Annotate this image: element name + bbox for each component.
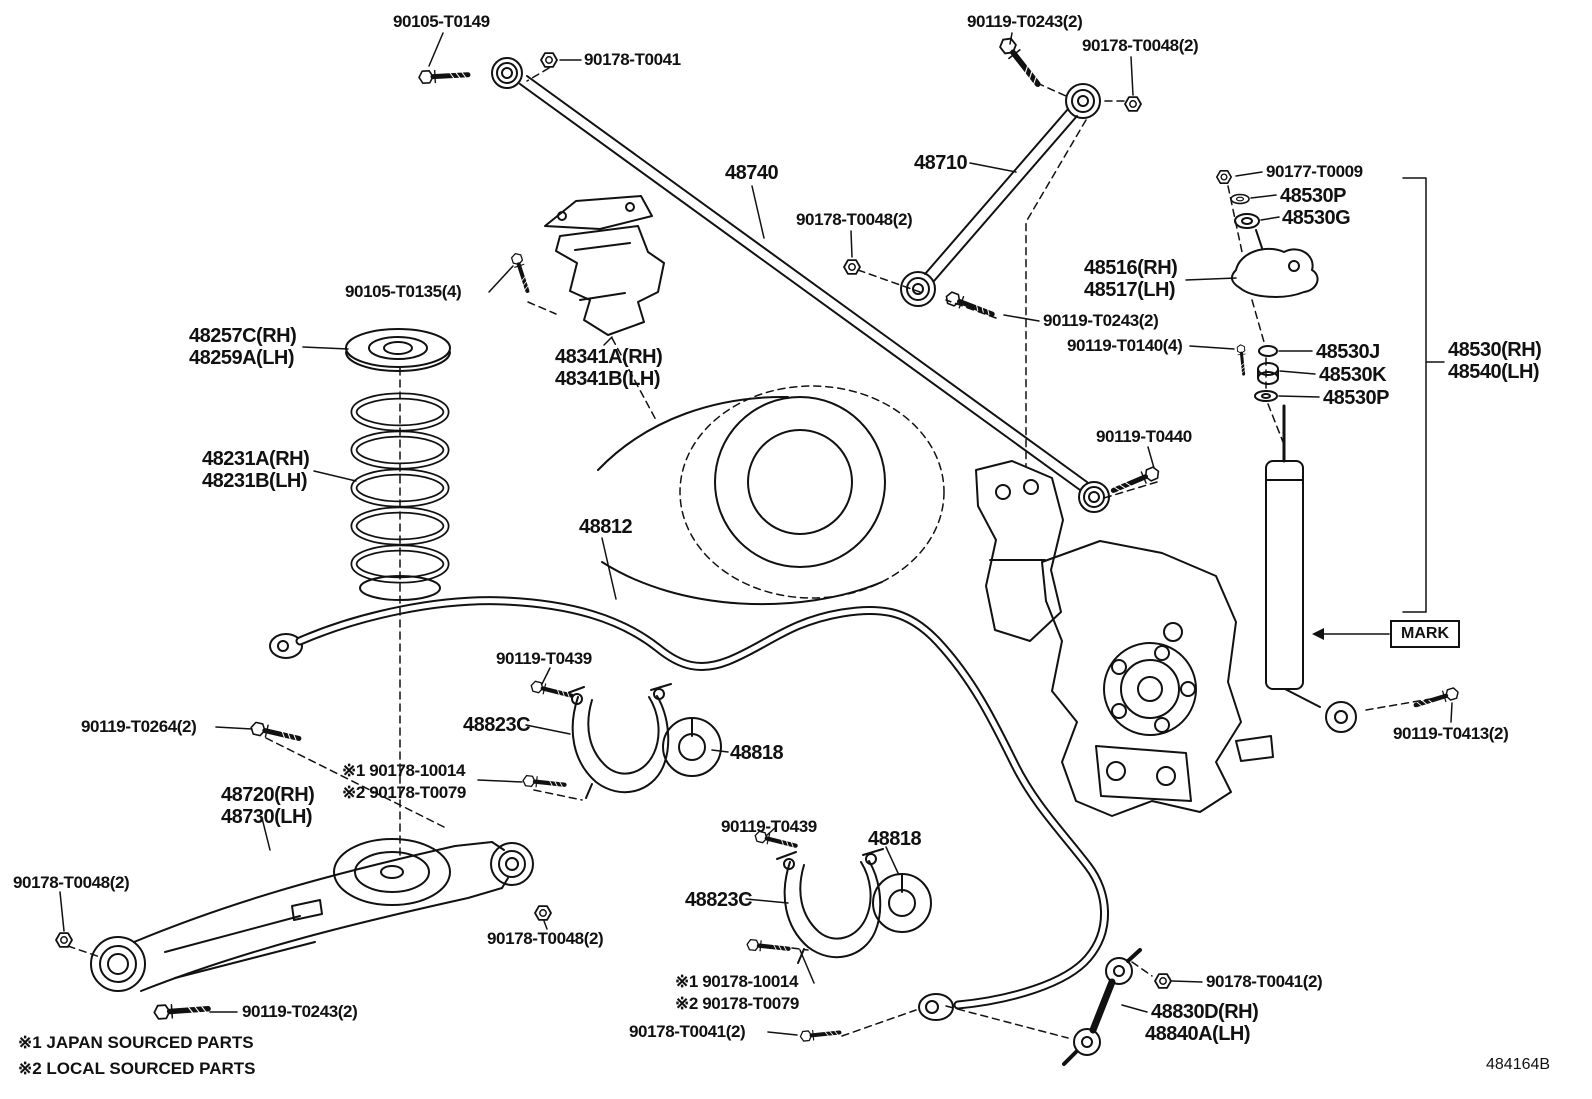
label-90178-T0048-b: 90178-T0048(2) bbox=[796, 210, 913, 229]
stabilizer-clamp-lower-drawing bbox=[776, 848, 932, 964]
label-48730-LH: 48730(LH) bbox=[221, 806, 313, 828]
label-90178-T0041-2a: 90178-T0041(2) bbox=[629, 1022, 746, 1041]
stabilizer-clamp-upper-drawing bbox=[564, 683, 722, 799]
label-48517-LH: 48517(LH) bbox=[1084, 279, 1176, 301]
label-48231A-RH: 48231A(RH) bbox=[202, 448, 310, 470]
label-90178-T0079-b: ※2 90178-T0079 bbox=[675, 994, 799, 1013]
construction-dashed-lines bbox=[67, 67, 1443, 1039]
label-48530J: 48530J bbox=[1316, 341, 1380, 363]
label-90177-T0009: 90177-T0009 bbox=[1266, 162, 1363, 181]
label-48259A-LH: 48259A(LH) bbox=[189, 347, 295, 369]
label-90178-T0048-d: 90178-T0048(2) bbox=[487, 929, 604, 948]
stabilizer-link-48830-drawing bbox=[1062, 948, 1142, 1066]
label-48530K: 48530K bbox=[1319, 364, 1387, 386]
lateral-rod-48740-drawing bbox=[491, 57, 1110, 513]
drawing-code: 484164B bbox=[1486, 1056, 1551, 1073]
footnote-local-sourced: ※2 LOCAL SOURCED PARTS bbox=[18, 1059, 256, 1078]
fastener-icons bbox=[55, 35, 1460, 1041]
label-90119-T0264: 90119-T0264(2) bbox=[81, 717, 197, 736]
label-90178-T0041: 90178-T0041 bbox=[584, 50, 681, 69]
label-90119-T0140: 90119-T0140(4) bbox=[1067, 336, 1183, 355]
label-48840A-LH: 48840A(LH) bbox=[1145, 1023, 1251, 1045]
spring-seat-48257-drawing bbox=[345, 328, 451, 372]
label-48720-RH: 48720(RH) bbox=[221, 784, 315, 806]
label-48818-b: 48818 bbox=[868, 828, 922, 850]
mark-box: MARK bbox=[1390, 620, 1460, 648]
upper-arm-48710-drawing bbox=[900, 83, 1101, 307]
label-90178-10014-b: ※1 90178-10014 bbox=[675, 972, 799, 991]
label-90119-T0413: 90119-T0413(2) bbox=[1393, 724, 1509, 743]
label-90119-T0243-b: 90119-T0243(2) bbox=[1043, 311, 1159, 330]
label-48530P-b: 48530P bbox=[1323, 387, 1389, 409]
axle-spring-seat-bracket-drawing bbox=[975, 460, 1064, 642]
label-90178-T0079-a: ※2 90178-T0079 bbox=[342, 783, 466, 802]
label-90119-T0243-a: 90119-T0243(2) bbox=[967, 12, 1083, 31]
label-90119-T0243-c: 90119-T0243(2) bbox=[242, 1002, 358, 1021]
label-48823C-b: 48823C bbox=[685, 889, 753, 911]
label-90119-T0440: 90119-T0440 bbox=[1096, 427, 1192, 446]
label-48710: 48710 bbox=[914, 152, 968, 174]
label-48540-LH: 48540(LH) bbox=[1448, 361, 1540, 383]
stabilizer-bar-48812-drawing bbox=[269, 596, 1109, 1021]
label-90119-T0439-b: 90119-T0439 bbox=[721, 817, 817, 836]
label-48257C-RH: 48257C(RH) bbox=[189, 325, 297, 347]
label-90178-T0048-c: 90178-T0048(2) bbox=[13, 873, 130, 892]
label-48812: 48812 bbox=[579, 516, 633, 538]
coil-spring-48231-drawing bbox=[350, 392, 450, 601]
label-48530-RH: 48530(RH) bbox=[1448, 339, 1542, 361]
footnote-japan-sourced: ※1 JAPAN SOURCED PARTS bbox=[18, 1033, 254, 1052]
label-90119-T0439-a: 90119-T0439 bbox=[496, 649, 592, 668]
label-48530G: 48530G bbox=[1282, 207, 1351, 229]
hub-knuckle-drawing bbox=[1041, 540, 1274, 817]
label-90105-T0135: 90105-T0135(4) bbox=[345, 282, 462, 301]
label-90105-T0149: 90105-T0149 bbox=[393, 12, 490, 31]
label-48341A-RH: 48341A(RH) bbox=[555, 346, 663, 368]
label-48818-a: 48818 bbox=[730, 742, 784, 764]
shock-absorber-48530-drawing bbox=[1265, 404, 1357, 733]
label-48740: 48740 bbox=[725, 162, 779, 184]
label-48516-RH: 48516(RH) bbox=[1084, 257, 1178, 279]
label-48231B-LH: 48231B(LH) bbox=[202, 470, 308, 492]
axle-housing-phantom-drawing bbox=[597, 395, 886, 606]
label-48830D-RH: 48830D(RH) bbox=[1151, 1001, 1259, 1023]
label-48823C-a: 48823C bbox=[463, 714, 531, 736]
shock-mount-parts-drawing bbox=[1230, 213, 1319, 402]
leader-lines bbox=[59, 32, 1453, 1036]
bracket-48341-drawing bbox=[544, 195, 665, 336]
label-48530P-a: 48530P bbox=[1280, 185, 1346, 207]
lower-arm-48720-drawing bbox=[90, 838, 534, 992]
label-90178-T0041-2b: 90178-T0041(2) bbox=[1206, 972, 1323, 991]
label-90178-T0048-a: 90178-T0048(2) bbox=[1082, 36, 1199, 55]
label-90178-10014-a: ※1 90178-10014 bbox=[342, 761, 466, 780]
label-48341B-LH: 48341B(LH) bbox=[555, 368, 661, 390]
